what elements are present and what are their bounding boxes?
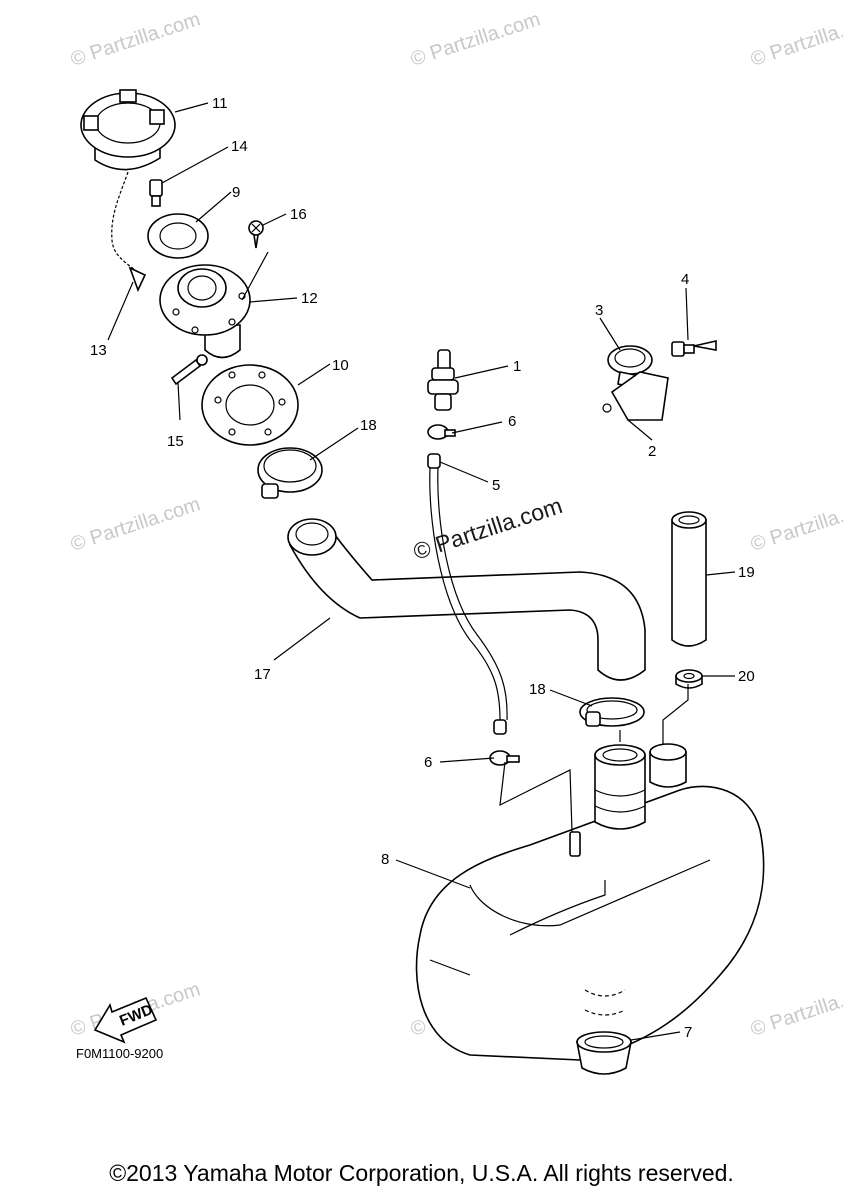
callout-17: 17 <box>254 666 271 683</box>
callout-12: 12 <box>301 290 318 307</box>
callout-18-bottom: 18 <box>529 681 546 698</box>
seal-ring-part[interactable] <box>147 213 209 259</box>
callout-11: 11 <box>212 95 228 112</box>
callout-4: 4 <box>681 271 689 288</box>
callout-16: 16 <box>290 206 307 223</box>
grommet-part[interactable] <box>675 669 703 689</box>
drain-cap-part[interactable] <box>576 1031 632 1075</box>
callout-6-top: 6 <box>508 413 516 430</box>
callout-10: 10 <box>332 357 349 374</box>
callout-18-top: 18 <box>360 417 377 434</box>
callout-3: 3 <box>595 302 603 319</box>
screw-part[interactable] <box>149 179 163 207</box>
leader-lines <box>107 102 736 1041</box>
bolt-part[interactable] <box>671 339 717 357</box>
callout-13: 13 <box>90 342 107 359</box>
copyright-notice: ©2013 Yamaha Motor Corporation, U.S.A. A… <box>109 1160 734 1186</box>
bracket-plate-part[interactable] <box>602 371 669 421</box>
fuel-fitting-part[interactable] <box>427 349 459 411</box>
callout-5: 5 <box>492 477 500 494</box>
callout-20: 20 <box>738 668 755 685</box>
fuel-tank-part[interactable] <box>415 743 765 1061</box>
callout-1: 1 <box>513 358 521 375</box>
callout-6-bottom: 6 <box>424 754 432 771</box>
filler-pipe-part[interactable] <box>671 511 707 647</box>
rivet-pin-part[interactable] <box>170 354 208 386</box>
small-clamp-top-part[interactable] <box>427 424 456 440</box>
callout-2: 2 <box>648 443 656 460</box>
gasket-part[interactable] <box>201 364 299 446</box>
callout-14: 14 <box>231 138 248 155</box>
filler-neck-part[interactable] <box>159 264 251 359</box>
fuel-hose-part[interactable] <box>287 518 646 681</box>
hose-clamp-top-part[interactable] <box>257 447 323 499</box>
fuel-cap-part[interactable] <box>80 89 176 171</box>
diagram-drawing: FWD <box>80 89 765 1075</box>
callout-7: 7 <box>684 1024 692 1041</box>
vent-tube-part[interactable] <box>427 453 508 735</box>
diagram-code: F0M1100-9200 <box>76 1046 164 1061</box>
callout-labels: 11 14 9 16 12 13 15 10 18 1 6 5 3 4 2 19… <box>90 95 755 1041</box>
cap-chain-part[interactable] <box>111 171 147 293</box>
callout-9: 9 <box>232 184 240 201</box>
small-screw-part[interactable] <box>248 220 264 249</box>
hose-clamp-bottom-part[interactable] <box>579 697 645 727</box>
fwd-arrow: FWD <box>93 996 158 1044</box>
callout-15: 15 <box>167 433 184 450</box>
callout-19: 19 <box>738 564 755 581</box>
callout-8: 8 <box>381 851 389 868</box>
